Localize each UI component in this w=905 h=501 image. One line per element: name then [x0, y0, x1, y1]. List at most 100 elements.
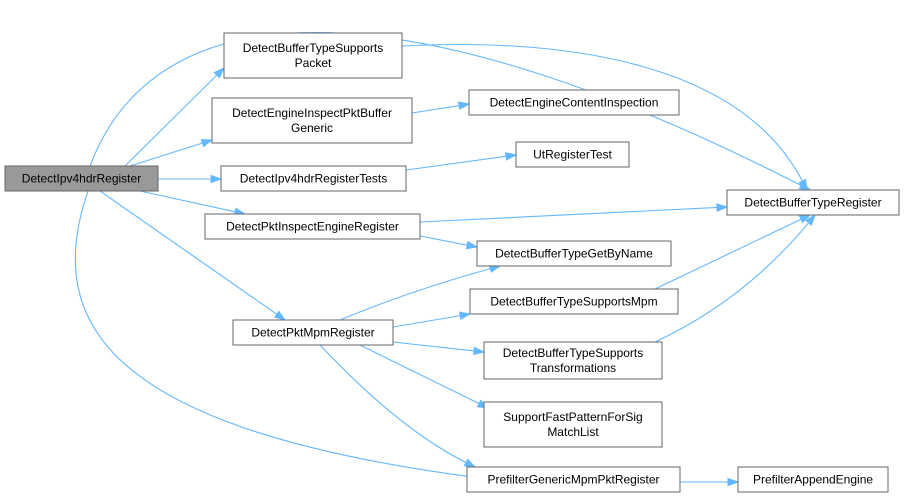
call-edge-line: [124, 73, 218, 167]
function-node-label: PrefilterAppendEngine: [753, 473, 873, 487]
call-edge-line: [129, 142, 204, 167]
call-edge: [419, 235, 479, 250]
call-edge-line: [419, 206, 719, 223]
function-node[interactable]: DetectEngineContentInspection: [468, 89, 680, 116]
call-edge-line: [419, 235, 469, 246]
arrowhead-icon: [716, 203, 729, 212]
call-edge: [392, 311, 472, 328]
function-node[interactable]: DetectPktMpmRegister: [232, 319, 394, 346]
function-node-label: DetectBufferTypeSupportsMpm: [490, 295, 657, 309]
arrowhead-icon: [213, 66, 226, 79]
root-function-node: DetectIpv4hdrRegister: [4, 165, 159, 192]
call-edge-line: [339, 267, 492, 321]
function-node-box: [515, 141, 630, 168]
call-edge-line: [139, 190, 237, 213]
arrowhead-icon: [804, 213, 816, 226]
function-node-label: DetectBufferTypeSupports: [503, 346, 644, 360]
call-edge: [411, 101, 471, 114]
arrowhead-icon: [465, 240, 479, 250]
function-node-box: [468, 89, 680, 116]
call-edge-line: [74, 190, 472, 478]
function-node[interactable]: DetectBufferTypeGetByName: [476, 240, 672, 267]
call-edge: [654, 213, 816, 343]
arrowhead-icon: [200, 139, 214, 148]
function-node-label: Transformations: [530, 361, 616, 375]
call-edge-line: [654, 218, 803, 290]
function-node-box: [223, 32, 403, 79]
function-node-box: [726, 189, 900, 216]
call-edge-line: [405, 155, 508, 171]
function-node[interactable]: PrefilterAppendEngine: [737, 466, 889, 493]
function-node-box: [204, 213, 421, 240]
call-edge: [680, 477, 740, 487]
arrowhead-icon: [798, 214, 812, 224]
function-node-label: DetectEngineContentInspection: [490, 96, 659, 110]
call-edge: [319, 344, 477, 468]
function-node-box: [469, 288, 679, 315]
function-node-box: [483, 341, 663, 380]
call-edge-line: [359, 344, 481, 405]
call-edge: [392, 341, 486, 356]
function-node-label: Packet: [295, 56, 332, 70]
function-node-label: SupportFastPatternForSig: [503, 410, 642, 424]
arrowhead-icon: [457, 101, 471, 110]
function-node-label: DetectBufferTypeRegister: [744, 196, 881, 210]
function-node-box: [220, 165, 407, 192]
function-node-box: [232, 319, 394, 346]
function-node[interactable]: PrefilterGenericMpmPktRegister: [466, 466, 681, 493]
function-node[interactable]: DetectBufferTypeSupportsMpm: [469, 288, 679, 315]
call-edge-line: [411, 104, 461, 114]
call-edge: [654, 214, 812, 290]
function-node-label: DetectBufferTypeSupports: [243, 41, 384, 55]
arrowhead-icon: [505, 152, 518, 161]
function-node-label: MatchList: [547, 425, 599, 439]
arrowhead-icon: [727, 477, 740, 487]
call-edge: [339, 264, 502, 321]
call-edge: [129, 139, 214, 167]
function-node[interactable]: UtRegisterTest: [515, 141, 630, 168]
function-nodes: DetectIpv4hdrRegisterDetectBufferTypeSup…: [4, 32, 900, 493]
arrowhead-icon: [473, 346, 486, 356]
function-node-box: [476, 240, 672, 267]
call-edge: [139, 190, 247, 216]
arrowhead-icon: [463, 458, 477, 468]
call-edge-line: [319, 344, 468, 464]
call-edge-line: [401, 44, 804, 183]
function-node-label: DetectPktInspectEngineRegister: [226, 220, 399, 234]
function-node-box: [737, 466, 889, 493]
function-node-box: [4, 165, 159, 192]
function-node-label: DetectIpv4hdrRegisterTests: [240, 172, 387, 186]
function-node-label: DetectBufferTypeGetByName: [495, 247, 653, 261]
call-edge: [359, 344, 490, 409]
call-edge: [158, 174, 223, 184]
function-node-box: [466, 466, 681, 493]
function-node-label: Generic: [291, 121, 333, 135]
function-node-box: [211, 97, 413, 144]
function-node-label: UtRegisterTest: [533, 148, 612, 162]
call-edge: [99, 190, 287, 321]
call-edges: [74, 32, 816, 487]
arrowhead-icon: [798, 178, 808, 192]
arrowhead-icon: [273, 310, 287, 321]
call-edge-line: [392, 314, 462, 328]
function-node[interactable]: DetectIpv4hdrRegisterTests: [220, 165, 407, 192]
function-node-label: PrefilterGenericMpmPktRegister: [487, 473, 659, 487]
call-edge-line: [392, 341, 476, 352]
function-node[interactable]: DetectPktInspectEngineRegister: [204, 213, 421, 240]
call-edge: [401, 44, 808, 192]
call-edge: [419, 203, 729, 223]
call-edge: [89, 32, 812, 191]
call-edge-line: [654, 221, 810, 343]
function-node-label: DetectIpv4hdrRegister: [22, 172, 141, 186]
function-node-label: DetectEngineInspectPktBuffer: [232, 106, 392, 120]
call-edge-line: [99, 190, 278, 316]
function-node[interactable]: DetectBufferTypeRegister: [726, 189, 900, 216]
arrowhead-icon: [210, 174, 223, 184]
function-node-label: DetectPktMpmRegister: [251, 326, 374, 340]
function-node-box: [483, 401, 663, 448]
